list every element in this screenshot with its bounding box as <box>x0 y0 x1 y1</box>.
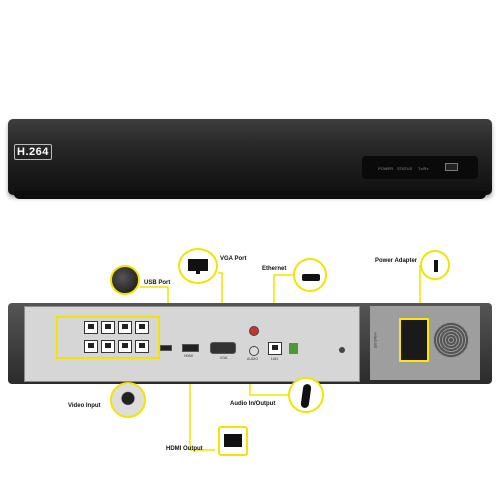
poe-port <box>118 321 132 334</box>
hdmi-port <box>182 344 199 352</box>
vga-port <box>210 342 236 354</box>
txrx-led-label: Tx/Rx <box>418 166 429 171</box>
poe-port <box>135 321 149 334</box>
poe-port <box>118 340 132 353</box>
lan-port-label: LAN <box>271 357 278 361</box>
audio-in-jack <box>249 326 259 336</box>
vga-port-label: VGA <box>220 356 228 360</box>
h264-badge: H.264 <box>14 144 52 160</box>
lan-port <box>268 342 282 355</box>
power-inlet <box>399 318 429 362</box>
front-status-panel <box>362 156 478 179</box>
rear-usb-port <box>160 345 172 351</box>
vga-port-callout-label: VGA Port <box>220 256 247 262</box>
terminal-block <box>289 343 298 354</box>
cooling-fan <box>433 322 469 358</box>
poe-port <box>135 340 149 353</box>
mouse-icon <box>110 265 140 295</box>
microphone-icon <box>288 377 324 413</box>
nvr-front-base <box>14 191 486 199</box>
voltage-label: 100-240V~ <box>373 331 378 349</box>
ground-screw <box>339 347 345 353</box>
poe-port-block <box>56 316 160 359</box>
poe-port <box>101 340 115 353</box>
power-led-label: POWER <box>378 166 394 171</box>
audio-io-label: Audio In/Output <box>230 401 276 407</box>
poe-port <box>84 340 98 353</box>
ethernet-label: Ethernet <box>262 266 287 272</box>
audio-out-jack <box>249 346 259 356</box>
video-input-label: Video Input <box>68 403 101 409</box>
poe-port <box>101 321 115 334</box>
router-icon <box>293 258 327 292</box>
hdmi-callout-line <box>189 356 215 451</box>
power-adapter-label: Power Adapter <box>375 258 418 264</box>
audio-port-label: AUDIO <box>247 357 259 361</box>
hdmi-output-label: HDMI Output <box>166 446 203 452</box>
hdmi-port-label: HDMI <box>184 354 193 358</box>
usb-port-label: USB Port <box>144 280 171 286</box>
power-plug-icon <box>420 250 450 280</box>
status-led-label: STATUS <box>397 166 413 171</box>
front-usb-port <box>445 163 458 171</box>
poe-port <box>84 321 98 334</box>
camera-icon <box>110 382 146 418</box>
monitor-icon <box>178 248 218 284</box>
hdmi-tv-icon <box>218 426 248 456</box>
